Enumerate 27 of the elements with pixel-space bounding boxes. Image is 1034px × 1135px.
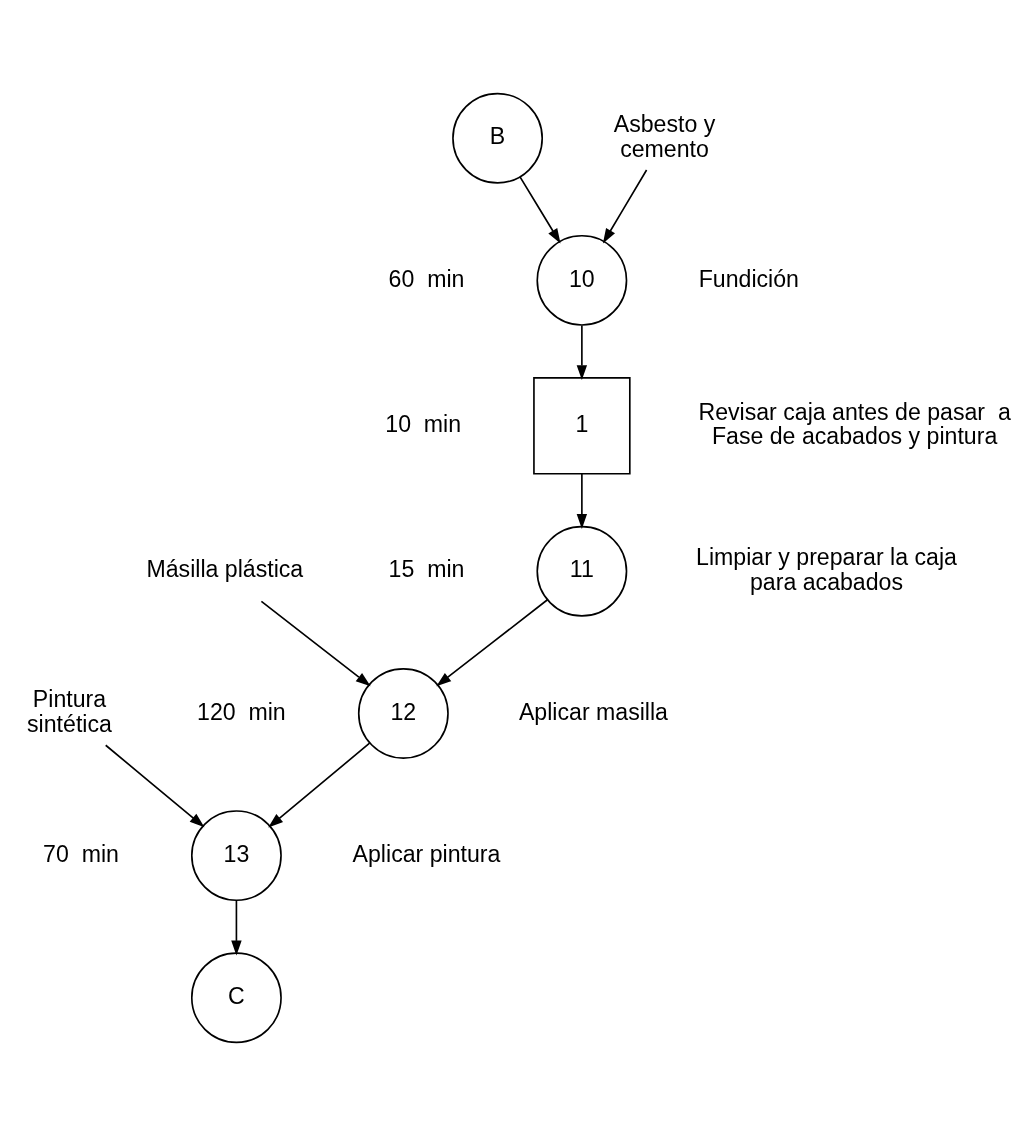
node-circle: B: [452, 92, 544, 184]
node-label: 70 min: [43, 840, 119, 867]
node-circle: 11: [536, 525, 628, 617]
arrow: [104, 743, 205, 827]
node-label: Aplicar masilla: [518, 698, 668, 725]
node-text: Másilla plástica: [146, 555, 304, 582]
node-circle: C: [190, 951, 282, 1043]
node-label: 120 min: [197, 698, 286, 725]
arrow: [576, 472, 588, 529]
node-label: Fundición: [698, 265, 799, 292]
node-label: 15 min: [388, 555, 465, 582]
arrow: [576, 324, 588, 380]
arrow: [260, 600, 371, 686]
node-label: 10 min: [385, 410, 462, 437]
node-label: Revisar caja antes de pasar a Fase de acabados y pintura: [698, 398, 1011, 449]
node-label: Limpiar y preparar la caja para acabados: [696, 543, 957, 595]
node-text: Pintura sintética: [27, 685, 112, 737]
node-label: 60 min: [388, 265, 465, 292]
node-text: Asbesto y cemento: [613, 110, 716, 162]
arrow: [602, 168, 648, 243]
arrow: [519, 175, 561, 244]
arrow: [231, 899, 242, 955]
node-label: Aplicar pintura: [352, 840, 501, 867]
arrow: [268, 741, 371, 827]
arrow: [436, 598, 549, 686]
node-box: 1: [533, 376, 631, 475]
node-circle: 10: [536, 234, 628, 326]
